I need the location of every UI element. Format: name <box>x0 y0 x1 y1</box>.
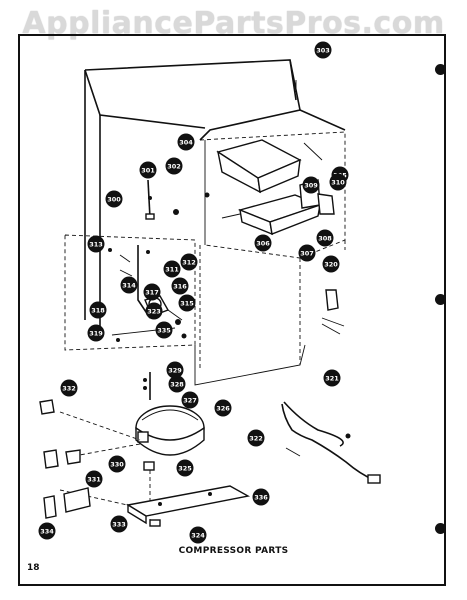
callout-label: 307 <box>300 250 314 258</box>
binder-hole-middle <box>435 294 446 305</box>
callout-label: 327 <box>183 397 197 405</box>
callout-328: 328 <box>168 375 186 393</box>
drain-fitting <box>321 289 345 335</box>
callout-label: 313 <box>89 241 103 249</box>
callout-325: 325 <box>176 459 194 477</box>
callout-label: 317 <box>145 289 159 297</box>
callout-320: 320 <box>322 255 340 273</box>
fasteners-upper <box>145 80 323 220</box>
callout-label: 304 <box>179 139 193 147</box>
callout-label: 322 <box>249 435 263 443</box>
callout-label: 312 <box>182 259 196 267</box>
callout-336: 336 <box>252 488 270 506</box>
relay-overload <box>39 399 91 519</box>
callout-label: 323 <box>147 308 161 316</box>
callout-326: 326 <box>214 399 232 417</box>
callout-306: 306 <box>254 234 272 252</box>
binder-hole-bottom <box>435 523 446 534</box>
callout-label: 320 <box>324 261 338 269</box>
callout-329: 329 <box>166 361 184 379</box>
callout-314: 314 <box>120 276 138 294</box>
callout-307: 307 <box>298 244 316 262</box>
callout-335: 335 <box>155 321 173 339</box>
mounting-grommets <box>143 461 161 527</box>
callout-323: 323 <box>145 302 163 320</box>
callout-322: 322 <box>247 429 265 447</box>
callout-label: 316 <box>173 283 187 291</box>
callout-330: 330 <box>108 455 126 473</box>
cabinet <box>84 59 346 386</box>
callout-label: 308 <box>318 235 332 243</box>
diagram-caption: COMPRESSOR PARTS <box>178 546 289 556</box>
callout-label: 310 <box>331 179 345 187</box>
callout-label: 334 <box>40 528 54 536</box>
callout-327: 327 <box>181 391 199 409</box>
callout-313: 313 <box>87 235 105 253</box>
callout-304: 304 <box>177 133 195 151</box>
power-cord <box>281 401 381 484</box>
callout-302: 302 <box>165 157 183 175</box>
callout-318: 318 <box>89 301 107 319</box>
callout-319: 319 <box>87 324 105 342</box>
callout-331: 331 <box>85 470 103 488</box>
freezer-compartment-outline <box>64 131 346 370</box>
callout-label: 333 <box>112 521 126 529</box>
callout-label: 335 <box>157 327 171 335</box>
callout-label: 309 <box>304 182 318 190</box>
callout-317: 317 <box>143 283 161 301</box>
callout-311: 311 <box>163 260 181 278</box>
callout-332: 332 <box>60 379 78 397</box>
callout-label: 300 <box>107 196 121 204</box>
callout-321: 321 <box>323 369 341 387</box>
compressor <box>135 372 205 456</box>
callout-label: 329 <box>168 367 182 375</box>
callout-label: 318 <box>91 307 105 315</box>
callout-label: 314 <box>122 282 136 290</box>
callout-label: 330 <box>110 461 124 469</box>
callout-label: 324 <box>191 532 205 540</box>
callout-303: 303 <box>314 41 332 59</box>
callout-label: 319 <box>89 330 103 338</box>
callout-label: 315 <box>180 300 194 308</box>
page-number: 18 <box>27 563 40 573</box>
callout-label: 311 <box>165 266 179 274</box>
callout-label: 325 <box>178 465 192 473</box>
callout-label: 326 <box>216 405 230 413</box>
callout-label: 303 <box>316 47 330 55</box>
callout-label: 328 <box>170 381 184 389</box>
callout-label: 332 <box>62 385 76 393</box>
callout-301: 301 <box>139 161 157 179</box>
callout-309: 309 <box>302 176 320 194</box>
diagram-frame <box>18 34 446 586</box>
callout-300: 300 <box>105 190 123 208</box>
callout-316: 316 <box>171 277 189 295</box>
callout-324: 324 <box>189 526 207 544</box>
callout-label: 302 <box>167 163 181 171</box>
base-plate <box>126 485 251 525</box>
callout-label: 336 <box>254 494 268 502</box>
callout-label: 306 <box>256 240 270 248</box>
callout-334: 334 <box>38 522 56 540</box>
callout-308: 308 <box>316 229 334 247</box>
callout-333: 333 <box>110 515 128 533</box>
callout-312: 312 <box>180 253 198 271</box>
callout-310: 310 <box>329 173 347 191</box>
callout-label: 331 <box>87 476 101 484</box>
ice-bucket <box>216 139 302 194</box>
callout-label: 321 <box>325 375 339 383</box>
callout-315: 315 <box>178 294 196 312</box>
binder-hole-top <box>435 64 446 75</box>
callout-label: 301 <box>141 167 155 175</box>
